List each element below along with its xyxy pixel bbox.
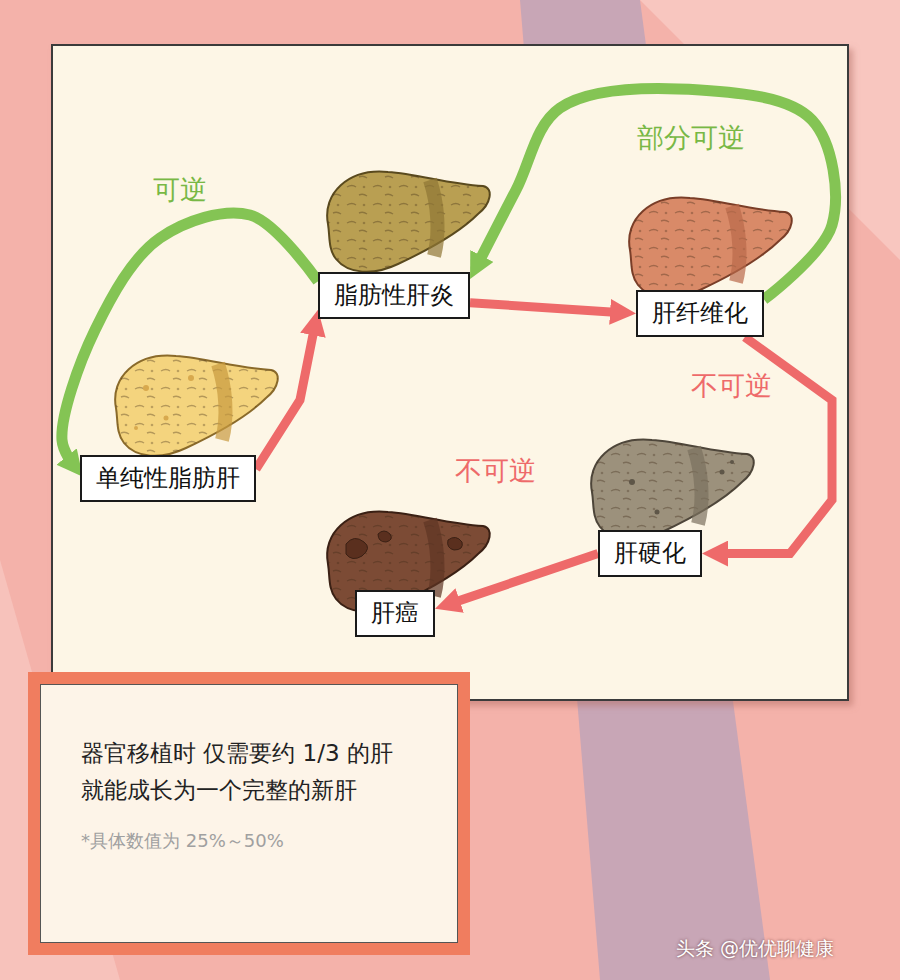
box-body: 脂肪性肝炎 [334,280,454,311]
stage-label: 肝纤维化 [636,290,764,337]
box-body: 肝纤维化 [652,298,748,329]
stage-label: 肝硬化 [598,530,702,577]
box-text: 肝硬化 [614,538,686,569]
box-text: 肝纤维化 [652,298,748,329]
edge-label: 部分可逆 [634,122,748,154]
panel [52,45,848,700]
box-body: 单纯性脂肪肝 [96,463,240,494]
box-body: 器官移植时 仅需要约 1/3 的肝 就能成长为一个完整的新肝 *具体数值为 25%… [40,684,458,943]
stage-label: 肝癌 [355,590,435,637]
box-body: 肝硬化 [614,538,686,569]
box-text: 肝癌 [371,598,419,629]
edge-label: 不可逆 [452,455,539,487]
edge-label: 不可逆 [688,370,775,402]
box-text: 单纯性脂肪肝 [96,463,240,494]
footnote-text: *具体数值为 25%～50% [81,829,421,853]
progression-arrow [470,303,622,313]
liver-cirrhosis [591,440,754,540]
progression-arrow [256,323,315,469]
liver-hepatitis [327,172,490,272]
note-box: 器官移植时 仅需要约 1/3 的肝 就能成长为一个完整的新肝 *具体数值为 25%… [28,672,470,955]
box-body: 肝癌 [371,598,419,629]
stage-label: 单纯性脂肪肝 [80,455,256,502]
box-text: 器官移植时 仅需要约 1/3 的肝 就能成长为一个完整的新肝 [81,735,421,809]
liver-fatty [115,356,278,456]
box-text: 脂肪性肝炎 [334,280,454,311]
edge-label: 可逆 [150,174,210,206]
watermark: 头条 @优优聊健康 [676,936,834,962]
stage-label: 脂肪性肝炎 [318,272,470,319]
progression-arrow [448,554,598,605]
reversible-arrow [476,89,835,300]
reversible-arrow [62,213,318,466]
liver-fibrosis [629,198,792,298]
